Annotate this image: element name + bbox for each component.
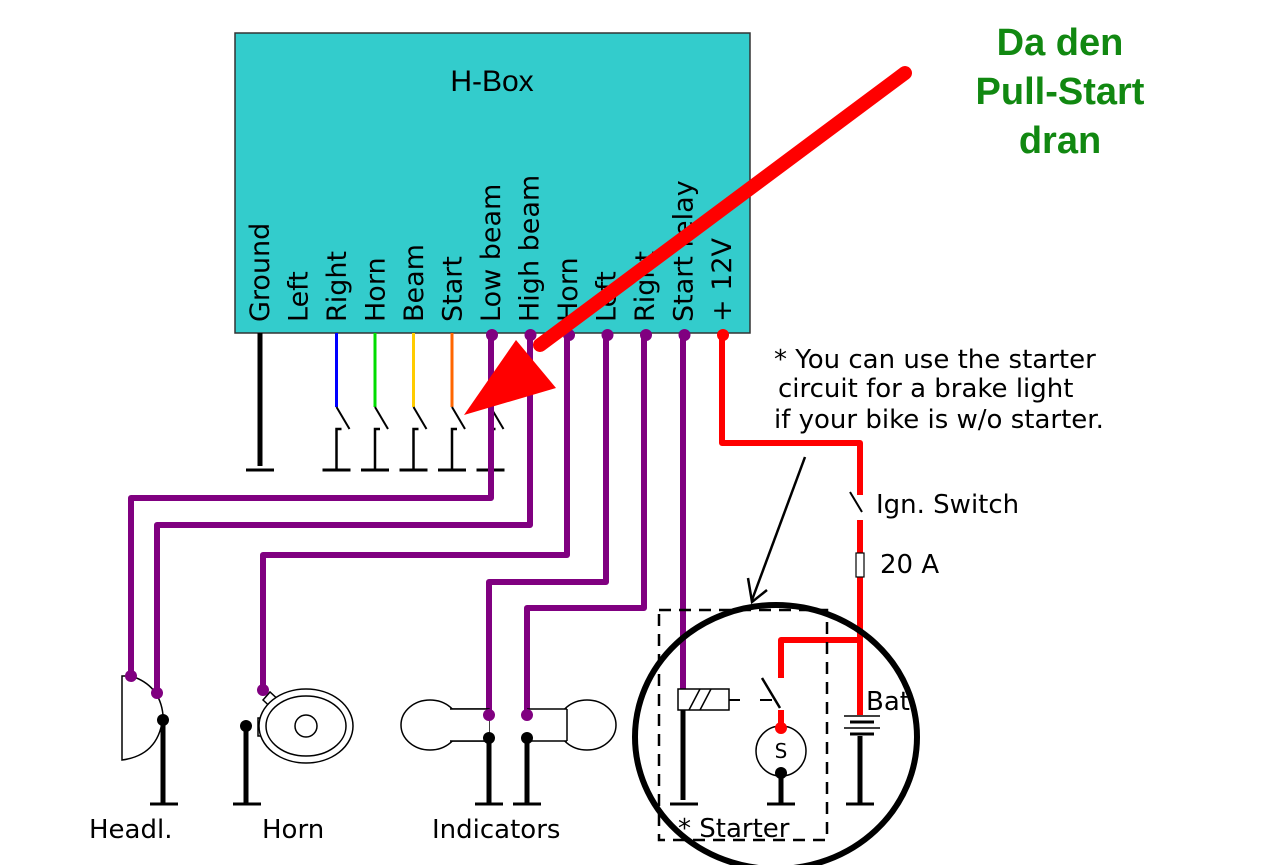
fuse-label: 20 A (880, 550, 939, 580)
switch-icon (412, 406, 428, 430)
annotation-arrow-shaft (533, 66, 912, 352)
wire-right-indicator (524, 333, 647, 715)
switch-ground-wire (373, 427, 380, 470)
hbox-title: H-Box (450, 65, 533, 98)
hbox (234, 32, 751, 334)
switch-icon (374, 406, 389, 430)
wire-12v (719, 333, 863, 495)
ignition-switch-icon (849, 491, 863, 513)
headlight-terminal-high (151, 687, 163, 699)
output-wiring (128, 333, 863, 728)
switch-ground-wire (335, 427, 342, 470)
annotation-line-3: dran (1019, 120, 1101, 162)
wire-left-indicator (486, 333, 609, 715)
fuse-icon (855, 552, 865, 578)
switch-icon (335, 406, 351, 430)
horn-label: Horn (262, 815, 324, 845)
pin-label: Left (284, 271, 315, 322)
wire-high-beam (154, 333, 533, 692)
pin-label: Beam (399, 244, 430, 322)
note-pointer-arrow (750, 456, 807, 601)
horn-icon (257, 688, 354, 764)
horn-terminal (257, 684, 269, 696)
indicator-right-terminal (521, 709, 533, 721)
annotation-line-1: Da den (997, 22, 1124, 64)
wire-relay-contact (778, 637, 860, 678)
indicator-left-icon (400, 699, 490, 751)
wire-low-beam (128, 333, 494, 675)
indicator-left-terminal (483, 709, 495, 721)
starter-motor-terminal (775, 722, 787, 734)
annotation-line-2: Pull-Start (976, 71, 1145, 113)
note-line-2: circuit for a brake light (778, 374, 1073, 404)
headlight-label: Headl. (89, 815, 172, 845)
indicators-label: Indicators (432, 815, 560, 845)
pin-label: High beam (515, 175, 546, 322)
pin-label: + 12V (707, 237, 738, 322)
switch-ground-wire (450, 427, 457, 470)
headlight-terminal-low (125, 670, 137, 682)
pin-label: Start (438, 256, 469, 322)
note-line-3: if your bike is w/o starter. (774, 405, 1104, 435)
battery-icon (844, 715, 880, 736)
ignition-label: Ign. Switch (876, 490, 1019, 520)
starter-motor-label: S (775, 739, 788, 763)
indicator-right-icon (527, 699, 617, 751)
note-pointer-arrowhead (746, 577, 768, 605)
pin-label: Right (322, 251, 353, 322)
starter-highlight-circle (632, 602, 920, 865)
note-line-1: * You can use the starter (774, 345, 1096, 375)
pin-label: Low beam (476, 184, 507, 322)
relay-coil-icon (677, 688, 772, 711)
switch-ground-wire (412, 427, 419, 470)
pin-label: Horn (361, 257, 392, 322)
annotation-arrowhead (464, 340, 556, 415)
starter-label: * Starter (678, 814, 790, 844)
pin-wires (246, 329, 729, 472)
relay-switch-icon (760, 677, 782, 709)
pin-label: Ground (245, 223, 276, 322)
switch-icon (451, 406, 466, 430)
wire-horn (260, 333, 570, 690)
